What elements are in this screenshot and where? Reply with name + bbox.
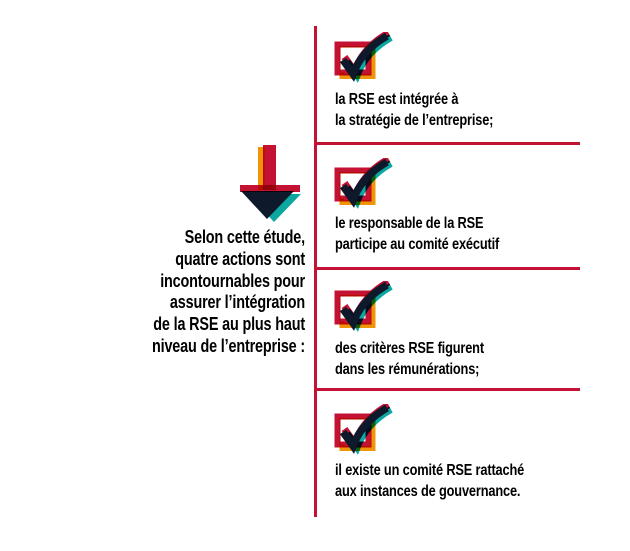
checkbox-checked-icon [334,158,393,209]
intro-line: quatre actions sont [175,248,305,269]
intro-line: incontournables pour [160,270,305,291]
intro-line: assurer l’intégration [169,292,305,313]
item-3-text: des critères RSE figurent dans les rémun… [335,338,484,380]
item-line: il existe un comité RSE rattaché [335,462,525,479]
item-line: dans les rémunérations; [335,361,480,378]
checkbox-checked-icon [334,404,393,455]
item-line: le responsable de la RSE [335,215,484,232]
intro-line: de la RSE au plus haut [153,314,305,335]
item-line: participe au comité exécutif [335,236,500,253]
horizontal-divider [316,388,580,391]
item-line: aux instances de gouvernance. [335,483,521,500]
down-arrow-icon [240,145,301,222]
item-1-text: la RSE est intégrée à la stratégie de l’… [335,89,493,131]
intro-line: niveau de l’entreprise : [151,335,305,356]
horizontal-divider [316,142,580,145]
intro-line: Selon cette étude, [184,227,306,247]
checkbox-checked-icon [334,281,393,332]
item-2-text: le responsable de la RSE participe au co… [335,213,499,255]
checkbox-checked-icon [334,32,393,83]
item-line: la RSE est intégrée à [335,91,459,108]
item-line: des critères RSE figurent [335,340,484,357]
intro-text: Selon cette étude, quatre actions sont i… [113,227,305,358]
item-line: la stratégie de l’entreprise; [335,112,494,129]
horizontal-divider [316,267,580,270]
item-4-text: il existe un comité RSE rattaché aux ins… [335,460,524,502]
vertical-divider [314,26,317,517]
